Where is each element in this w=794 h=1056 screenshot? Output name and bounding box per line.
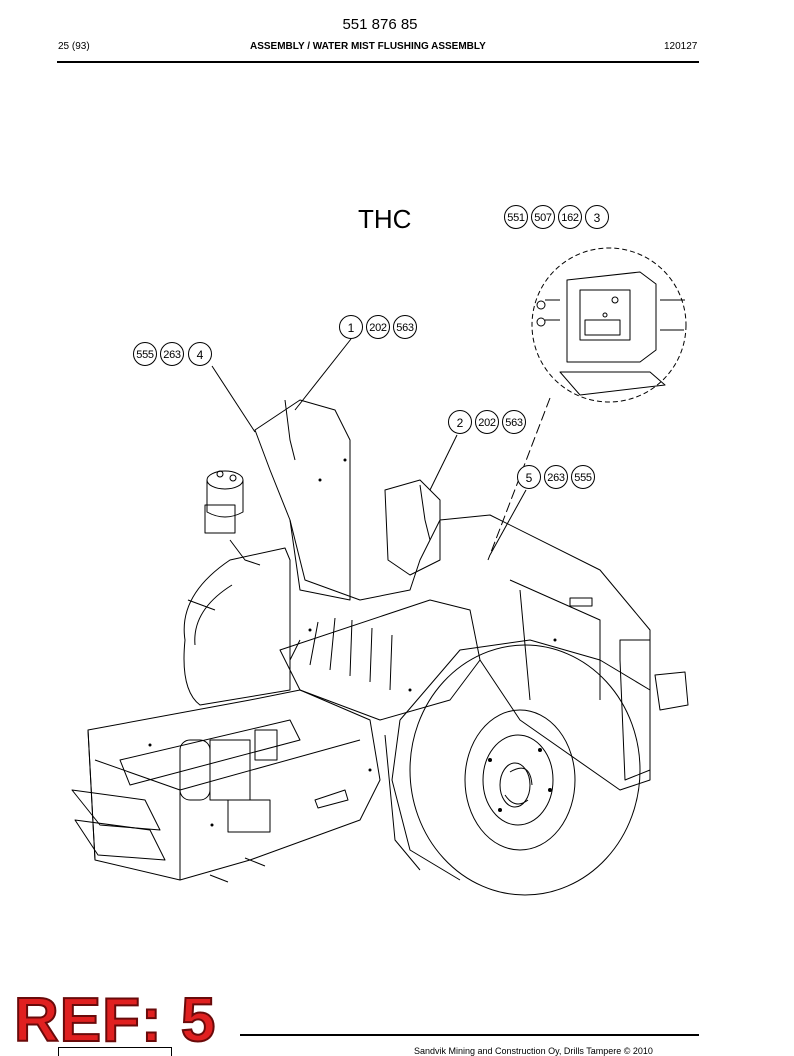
callout-number: 551 [504,205,528,229]
callout-number: 2 [448,410,472,434]
footer-rule [240,1034,699,1036]
page-number: 551 876 85 [342,16,418,33]
callout-number: 263 [544,465,568,489]
front-section [71,689,381,883]
frame [254,399,689,791]
header-title: ASSEMBLY / WATER MIST FLUSHING ASSEMBLY [250,41,486,52]
water-mist-components [179,399,431,801]
right-wheel [384,639,651,896]
callout-number: 202 [475,410,499,434]
callout-number: 563 [393,315,417,339]
thc-label: THC [358,204,412,234]
callout-number: 555 [133,342,157,366]
callout-number: 3 [585,205,609,229]
callout-number: 5 [517,465,541,489]
callout-number: 555 [571,465,595,489]
callout-number: 4 [188,342,212,366]
ref-stamp: REF: 5 [13,985,217,1056]
callout-number: 202 [366,315,390,339]
callout-number: 162 [558,205,582,229]
callout-number: 263 [160,342,184,366]
detail-view [531,247,687,403]
callout-number: 507 [531,205,555,229]
footer-logo [58,1047,172,1056]
header-code: 120127 [664,41,698,52]
left-wheel [183,547,291,706]
footer-copyright: Sandvik Mining and Construction Oy, Dril… [414,1046,653,1056]
callout-number: 1 [339,315,363,339]
header-rule [57,61,699,63]
callout-number: 563 [502,410,526,434]
header-page: 25 (93) [58,41,90,52]
